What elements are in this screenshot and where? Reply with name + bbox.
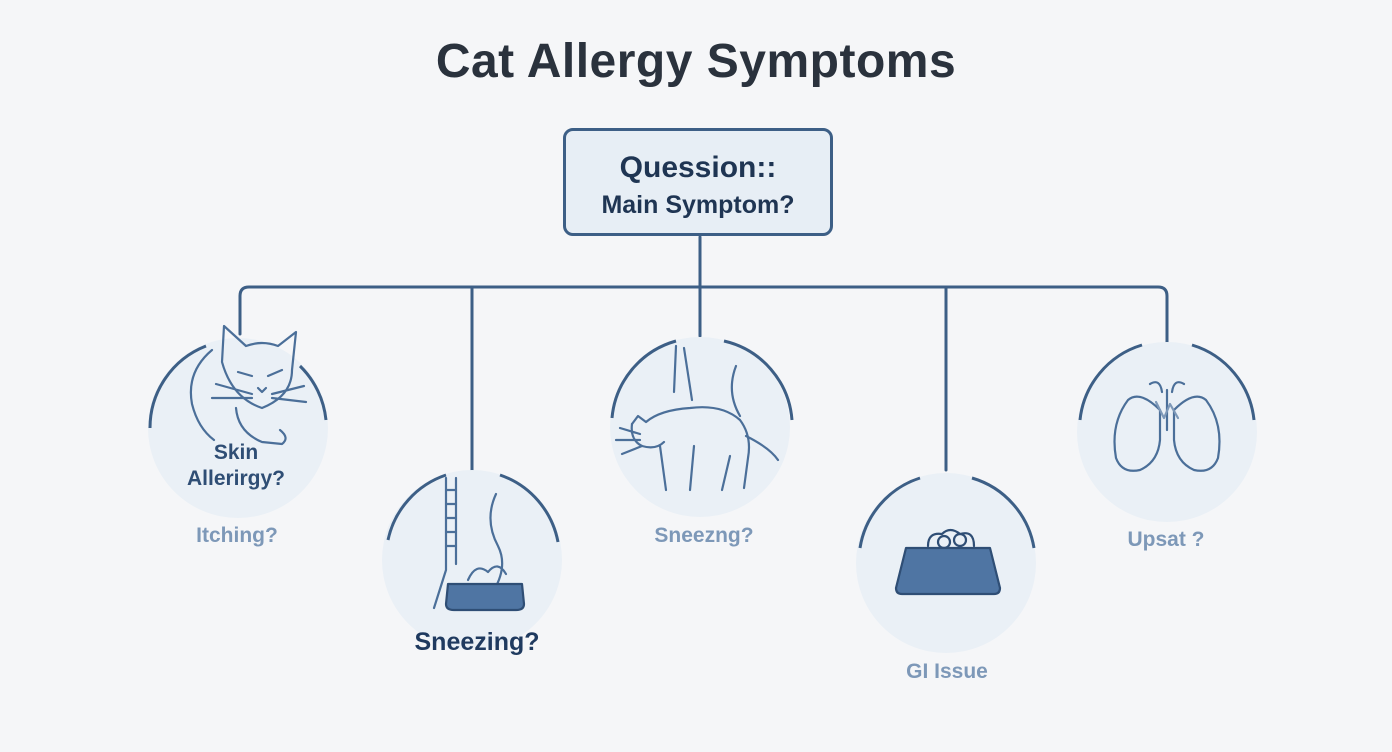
node-1-caption: Itching? bbox=[196, 524, 278, 547]
node-5-caption: Upsat ? bbox=[1127, 528, 1205, 551]
node-1-inner-label-line-2: Allerirgy? bbox=[186, 467, 286, 490]
root-question-line: Quession:: bbox=[619, 151, 777, 184]
food-bowl-icon bbox=[432, 476, 526, 612]
node-1-inner-label-line-1: Skin bbox=[213, 441, 259, 464]
node-circle-2 bbox=[382, 470, 562, 650]
node-2-caption: Sneezing? bbox=[414, 628, 540, 656]
node-1-inner-label: Skin Allerirgy? bbox=[187, 440, 285, 492]
root-question-box: Quession:: Main Symptom? bbox=[563, 128, 833, 236]
lungs-icon bbox=[1113, 381, 1221, 472]
node-circle-5 bbox=[1077, 342, 1257, 522]
node-3-caption: Sneezng? bbox=[654, 524, 754, 547]
node-4-caption: GI Issue bbox=[906, 660, 988, 683]
node-circle-1 bbox=[148, 338, 328, 518]
node-circle-3 bbox=[610, 337, 794, 517]
cat-face-icon bbox=[189, 324, 308, 446]
page-title: Cat Allergy Symptoms bbox=[435, 35, 957, 88]
root-subtitle-line: Main Symptom? bbox=[601, 191, 795, 219]
pet-bowl-icon bbox=[894, 528, 1002, 596]
walking-cat-icon bbox=[614, 344, 780, 492]
connector-lines bbox=[238, 235, 1169, 472]
